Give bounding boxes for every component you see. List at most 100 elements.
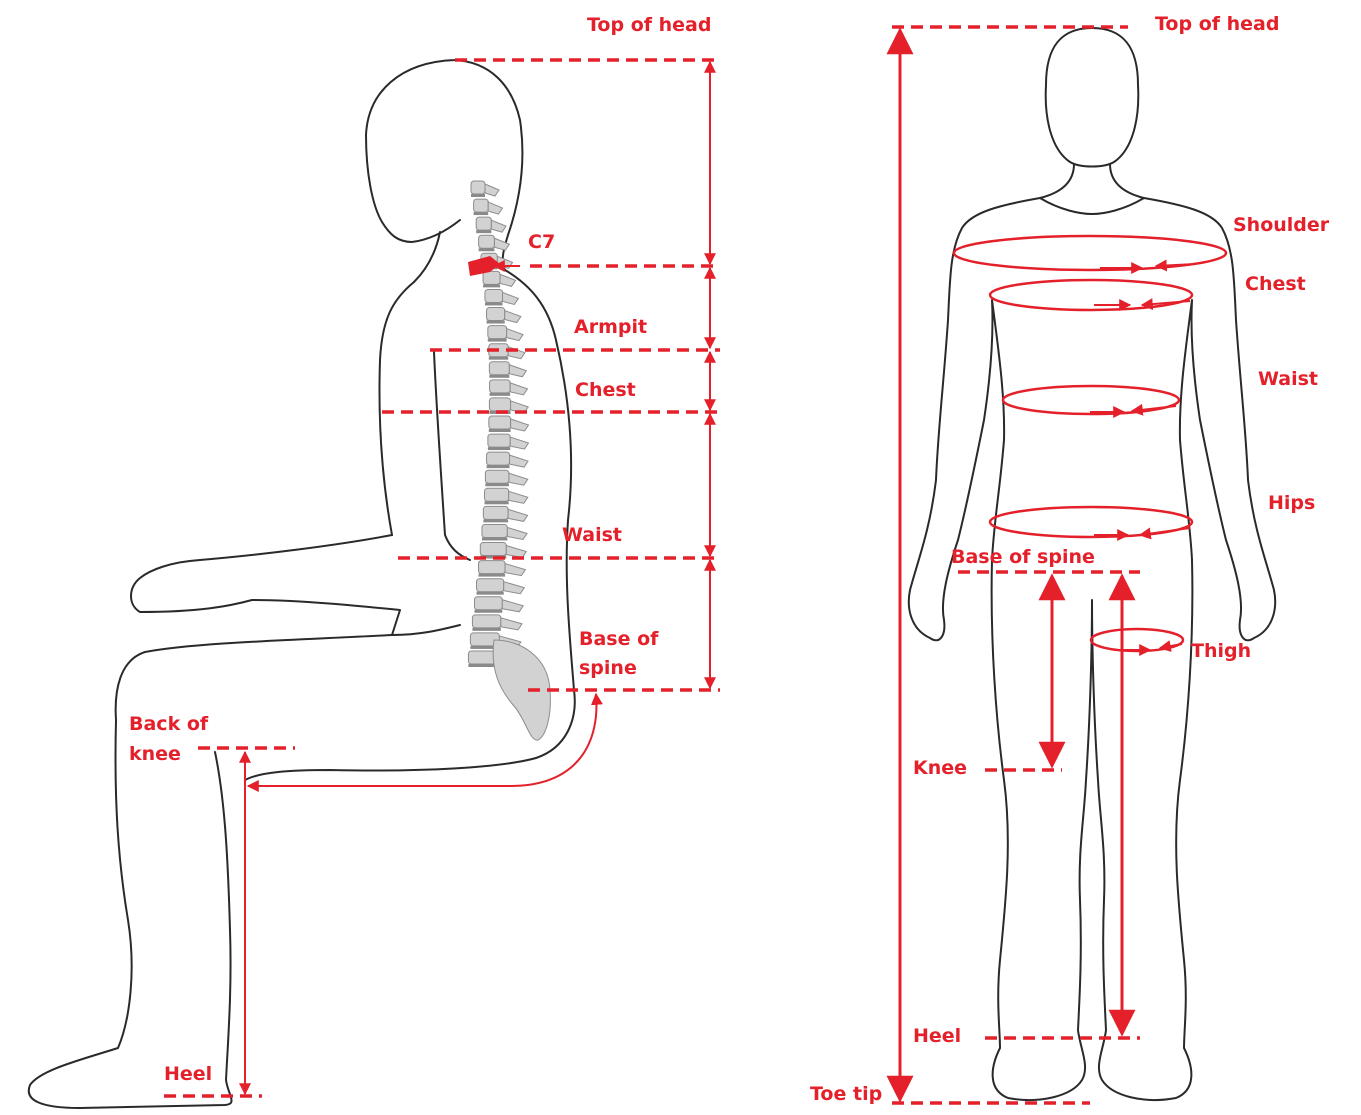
- vertebra: [477, 579, 504, 592]
- standing-label-thigh: Thigh: [1191, 640, 1251, 662]
- vertebra: [476, 217, 491, 230]
- spinal-disc: [489, 357, 508, 360]
- standing-head-outline: [1046, 28, 1139, 167]
- vertebra: [479, 235, 495, 248]
- spinal-disc: [488, 447, 510, 450]
- seated-label-base-of-spine-2: spine: [579, 657, 637, 679]
- vertebra-process: [501, 618, 522, 630]
- vertebra-process: [507, 527, 527, 539]
- spinal-disc: [468, 664, 498, 667]
- spinal-disc: [482, 537, 507, 540]
- seated-label-top-of-head: Top of head: [587, 14, 711, 36]
- standing-collar-detail: [1040, 198, 1144, 214]
- vertebra-process: [504, 582, 525, 594]
- standing-label-base-of-spine: Base of spine: [951, 546, 1095, 568]
- spinal-disc: [489, 375, 509, 378]
- spinal-disc: [474, 212, 489, 215]
- vertebra: [487, 452, 510, 465]
- spinal-disc: [478, 574, 505, 577]
- spinal-disc: [488, 339, 507, 342]
- spinal-disc: [472, 628, 500, 631]
- vertebra: [489, 416, 511, 429]
- seated-chest-outline: [380, 282, 415, 535]
- vertebra-process: [485, 184, 499, 196]
- vertebra-process: [505, 564, 525, 576]
- vertebra-process: [491, 220, 506, 232]
- standing-label-waist: Waist: [1258, 368, 1318, 390]
- standing-label-chest: Chest: [1245, 273, 1306, 295]
- standing-label-hips: Hips: [1268, 492, 1315, 514]
- vertebra: [485, 289, 503, 302]
- vertebra: [472, 615, 500, 628]
- standing-label-knee: Knee: [913, 757, 967, 779]
- seated-arm-outline: [131, 352, 470, 635]
- vertebra: [488, 434, 510, 447]
- spinal-disc: [490, 393, 511, 396]
- vertebra: [478, 561, 505, 574]
- vertebra: [483, 271, 500, 284]
- vertebra: [474, 199, 489, 212]
- standing-label-heel: Heel: [913, 1025, 961, 1047]
- vertebra: [487, 308, 505, 321]
- spinal-disc: [485, 483, 509, 486]
- spinal-disc: [487, 465, 510, 468]
- vertebra-process: [510, 383, 527, 395]
- seated-head-outline: [366, 60, 522, 270]
- vertebra: [485, 470, 509, 483]
- vertebra: [474, 597, 502, 610]
- spinal-disc: [489, 429, 511, 432]
- spinal-disc: [483, 284, 500, 287]
- vertebra-process: [510, 437, 528, 449]
- vertebra-process: [505, 311, 521, 323]
- spinal-disc: [477, 592, 504, 595]
- vertebra-process: [508, 509, 527, 521]
- spinal-disc: [474, 610, 502, 613]
- vertebra: [489, 398, 510, 411]
- standing-label-toe-tip: Toe tip: [810, 1083, 882, 1105]
- seated-label-c7: C7: [528, 231, 555, 253]
- vertebra-process: [488, 202, 502, 214]
- seated-lower-leg-outline: [29, 720, 232, 1108]
- standing-label-shoulder: Shoulder: [1233, 214, 1330, 236]
- seated-label-back-of-knee-1: Back of: [129, 713, 209, 735]
- seated-label-heel: Heel: [164, 1063, 212, 1085]
- seated-label-waist: Waist: [562, 524, 622, 546]
- spinal-disc: [471, 194, 485, 197]
- vertebra-process: [502, 600, 523, 612]
- vertebra: [482, 524, 507, 537]
- sacrum: [493, 640, 550, 740]
- vertebra-process: [503, 292, 519, 304]
- vertebra-process: [510, 455, 529, 467]
- vertebra-process: [507, 329, 523, 341]
- spinal-disc: [485, 501, 509, 504]
- standing-label-top-of-head: Top of head: [1155, 13, 1279, 35]
- vertebra: [483, 506, 508, 519]
- spinal-disc: [485, 302, 503, 305]
- vertebra: [489, 362, 509, 375]
- spinal-disc: [476, 230, 491, 233]
- spinal-disc: [487, 321, 505, 324]
- vertebra-process: [509, 365, 526, 377]
- thigh-ring: [1091, 629, 1183, 651]
- vertebra: [485, 488, 509, 501]
- vertebra-process: [509, 473, 528, 485]
- waist-ring: [1003, 386, 1179, 414]
- vertebra-process: [509, 491, 528, 503]
- spinal-disc: [483, 519, 508, 522]
- vertebra: [490, 380, 511, 393]
- ring-arrows: [1090, 264, 1196, 650]
- spinal-disc: [479, 248, 495, 251]
- vertebra: [480, 543, 506, 556]
- seated-label-chest: Chest: [575, 379, 636, 401]
- seated-label-base-of-spine-1: Base of: [579, 628, 659, 650]
- chest-ring: [990, 280, 1192, 310]
- seated-label-back-of-knee-2: knee: [129, 743, 181, 765]
- vertebra-process: [511, 419, 529, 431]
- seated-hand-outline: [392, 625, 460, 635]
- vertebra: [471, 181, 485, 194]
- vertebra: [488, 326, 507, 339]
- seated-label-armpit: Armpit: [574, 316, 647, 338]
- vertebra-process: [506, 546, 526, 558]
